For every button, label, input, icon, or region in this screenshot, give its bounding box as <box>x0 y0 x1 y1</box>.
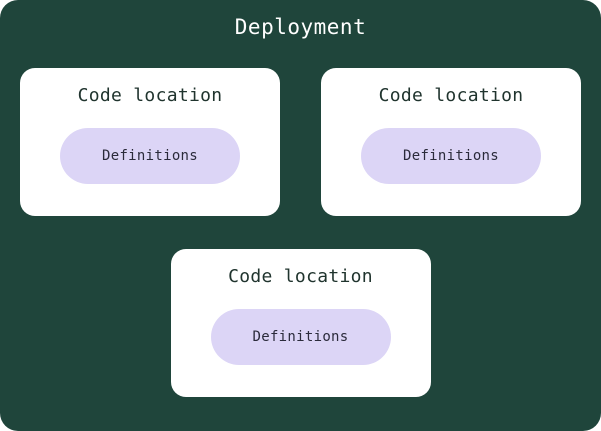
bottom-row: Code location Definitions <box>0 249 601 397</box>
code-location-title: Code location <box>77 85 223 106</box>
definitions-label: Definitions <box>101 148 199 164</box>
code-location-card: Code location Definitions <box>20 68 280 216</box>
definitions-pill: Definitions <box>361 128 541 184</box>
code-location-card: Code location Definitions <box>170 249 431 397</box>
definitions-pill: Definitions <box>60 128 240 184</box>
deployment-title: Deployment <box>234 15 367 39</box>
definitions-label: Definitions <box>252 329 349 345</box>
code-location-title: Code location <box>378 85 524 106</box>
definitions-label: Definitions <box>402 148 500 164</box>
top-row: Code location Definitions Code location … <box>0 68 601 216</box>
code-location-title: Code location <box>228 266 373 287</box>
code-location-card: Code location Definitions <box>321 68 581 216</box>
definitions-pill: Definitions <box>210 309 391 365</box>
